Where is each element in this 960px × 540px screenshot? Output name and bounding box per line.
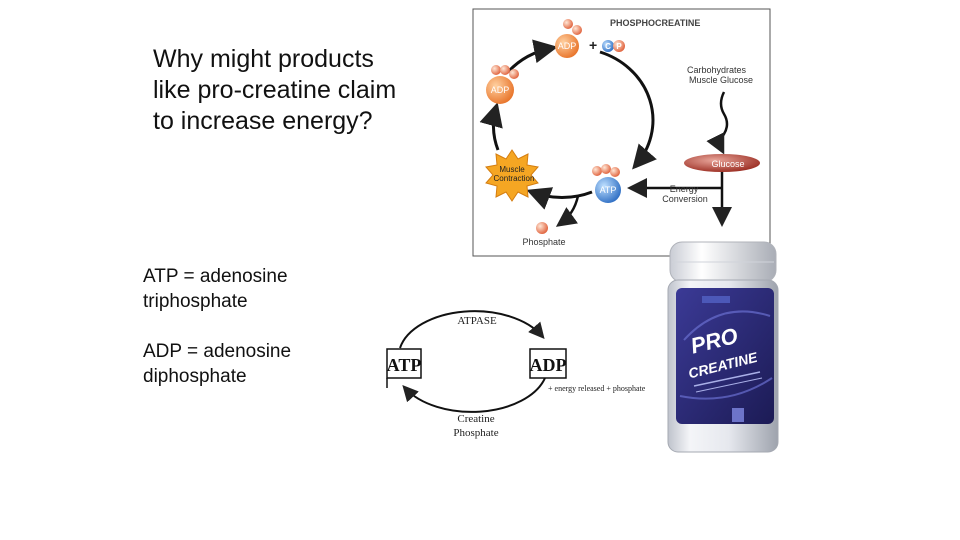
muscle-contraction-star — [485, 149, 539, 202]
atpase-diagram: ATPASE ATP ADP + energy released + phosp… — [386, 310, 646, 439]
muscle-label: Muscle — [499, 165, 525, 174]
cycle-arrow-bottom — [526, 187, 593, 210]
creatine-label: Creatine — [457, 413, 494, 425]
phosphate-ball — [500, 65, 510, 75]
creatine-phosphate-label: Phosphate — [453, 427, 498, 439]
glucose-molecule — [684, 154, 760, 172]
contraction-label: Contraction — [494, 174, 535, 183]
phosphate-label: Phosphate — [522, 237, 565, 247]
label-tag — [732, 408, 744, 422]
atp-box — [386, 348, 422, 379]
adp-definition-line-2: diphosphate — [143, 366, 247, 387]
adp-top-label: ADP — [558, 41, 577, 51]
atpase-label: ATPASE — [457, 315, 497, 327]
phosphate-release-arrow — [555, 195, 580, 227]
muscle-glucose-label: Muscle Glucose — [689, 75, 753, 85]
label-badge — [702, 296, 730, 303]
energy-label: Energy — [670, 184, 699, 194]
adp-left-label: ADP — [491, 85, 510, 95]
adp-molecule-top — [555, 34, 579, 58]
creatine-letter: C — [605, 42, 611, 51]
question-line-3: to increase energy? — [153, 107, 373, 135]
phosphate-ball — [601, 164, 611, 174]
energy-released-note: + energy released + phosphate — [548, 384, 646, 393]
pro-creatine-jar: PRO CREATINE — [667, 241, 779, 453]
conversion-label: Conversion — [662, 194, 708, 204]
phosphate-ball — [491, 65, 501, 75]
adp-box — [529, 348, 567, 379]
adp-box-label: ADP — [530, 355, 567, 375]
phosphocreatine-cycle-diagram: PHOSPHOCREATINE ADP + C P ADP Muscle Con… — [472, 8, 771, 257]
adp-molecule-left — [486, 76, 514, 104]
phosphate-circle — [613, 40, 625, 52]
phosphocreatine-title: PHOSPHOCREATINE — [610, 18, 700, 28]
question-text: Why might products like pro-creatine cla… — [153, 44, 453, 137]
atp-definition-line-1: ATP = adenosine — [143, 266, 288, 287]
phosphate-ball — [610, 167, 620, 177]
atp-molecule — [595, 177, 621, 203]
question-line-1: Why might products — [153, 45, 374, 73]
atp-definition-line-2: triphosphate — [143, 291, 248, 312]
atpase-top-arrow — [399, 310, 545, 349]
atpase-bottom-arrow — [402, 377, 546, 413]
question-line-2: like pro-creatine claim — [153, 76, 397, 104]
creatine-circle — [602, 40, 614, 52]
plus-sign: + — [589, 37, 597, 53]
phosphate-letter: P — [616, 42, 622, 51]
atp-label: ATP — [600, 185, 617, 195]
carbs-wavy-arrow — [706, 91, 729, 155]
definitions: ATP = adenosine triphosphate ADP = adeno… — [143, 264, 291, 389]
phosphate-ball — [509, 69, 519, 79]
phosphate-ball — [592, 166, 602, 176]
phosphate-ball — [563, 19, 573, 29]
cycle-arrow-right — [599, 50, 657, 170]
cycle-arrow-left — [479, 102, 503, 151]
adp-definition-line-1: ADP = adenosine — [143, 341, 292, 362]
cycle-arrow-top — [506, 39, 558, 74]
carbohydrates-label: Carbohydrates — [687, 65, 747, 75]
glucose-label: Glucose — [711, 159, 744, 169]
atp-box-label: ATP — [387, 355, 422, 375]
released-phosphate-ball — [536, 222, 548, 234]
phosphate-ball — [572, 25, 582, 35]
